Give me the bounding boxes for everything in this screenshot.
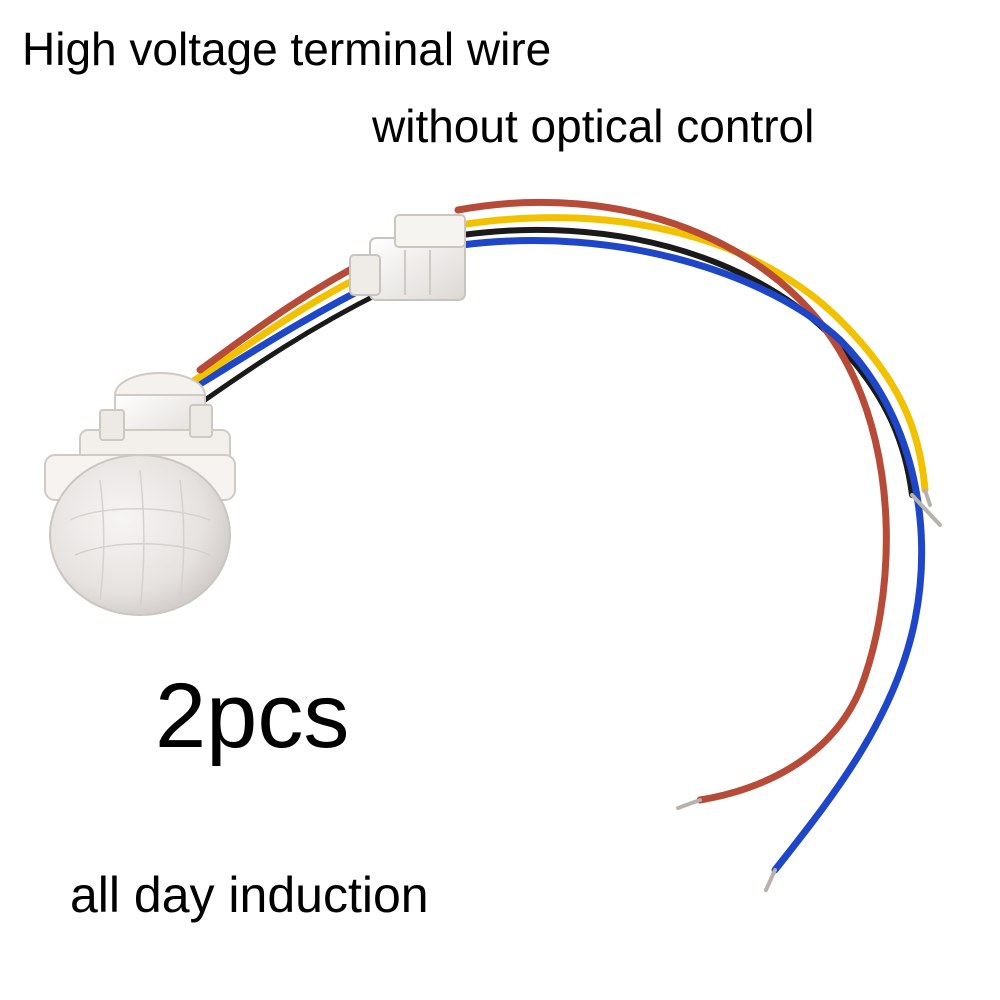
mode-label: all day induction — [70, 867, 429, 923]
wire-connector — [349, 214, 466, 301]
caption-line-1: High voltage terminal wire — [22, 23, 552, 75]
long-wire-bundle — [454, 198, 929, 874]
wire-tips — [676, 488, 942, 892]
quantity-label: 2pcs — [155, 665, 350, 767]
caption-line-2: without optical control — [372, 100, 815, 152]
pir-lens-dome — [49, 454, 231, 616]
